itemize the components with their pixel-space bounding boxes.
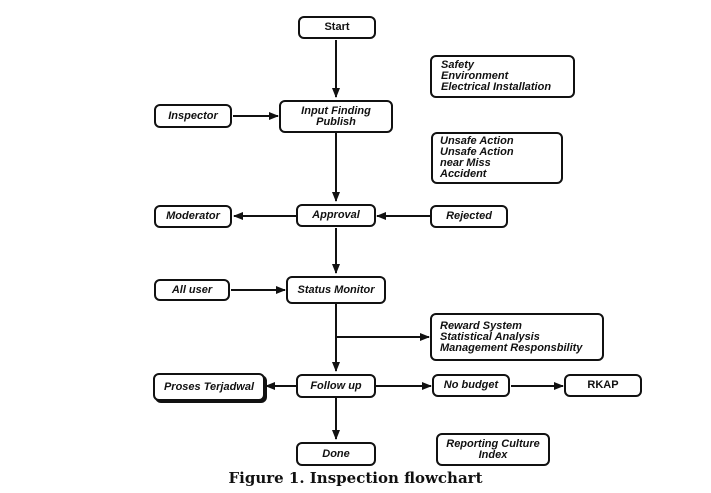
finding-types-note: Unsafe Action Unsafe Action near Miss Ac…	[431, 132, 563, 184]
input-finding-node: Input Finding Publish	[279, 100, 393, 133]
rejected-node: Rejected	[430, 205, 508, 228]
all-user-node: All user	[154, 279, 230, 301]
figure-caption: Figure 1. Inspection flowchart	[228, 469, 483, 487]
approval-node: Approval	[296, 204, 376, 227]
reward-system-note: Reward System Statistical Analysis Manag…	[430, 313, 604, 361]
rkap-node: RKAP	[564, 374, 642, 397]
moderator-node: Moderator	[154, 205, 232, 228]
categories-note: Safety Environment Electrical Installati…	[430, 55, 575, 98]
follow-up-node: Follow up	[296, 374, 376, 398]
reporting-culture-note: Reporting Culture Index	[436, 433, 550, 466]
status-monitor-node: Status Monitor	[286, 276, 386, 304]
no-budget-node: No budget	[432, 374, 510, 397]
done-node: Done	[296, 442, 376, 466]
proses-terjadwal-node: Proses Terjadwal	[153, 373, 265, 401]
start-node: Start	[298, 16, 376, 39]
inspector-node: Inspector	[154, 104, 232, 128]
